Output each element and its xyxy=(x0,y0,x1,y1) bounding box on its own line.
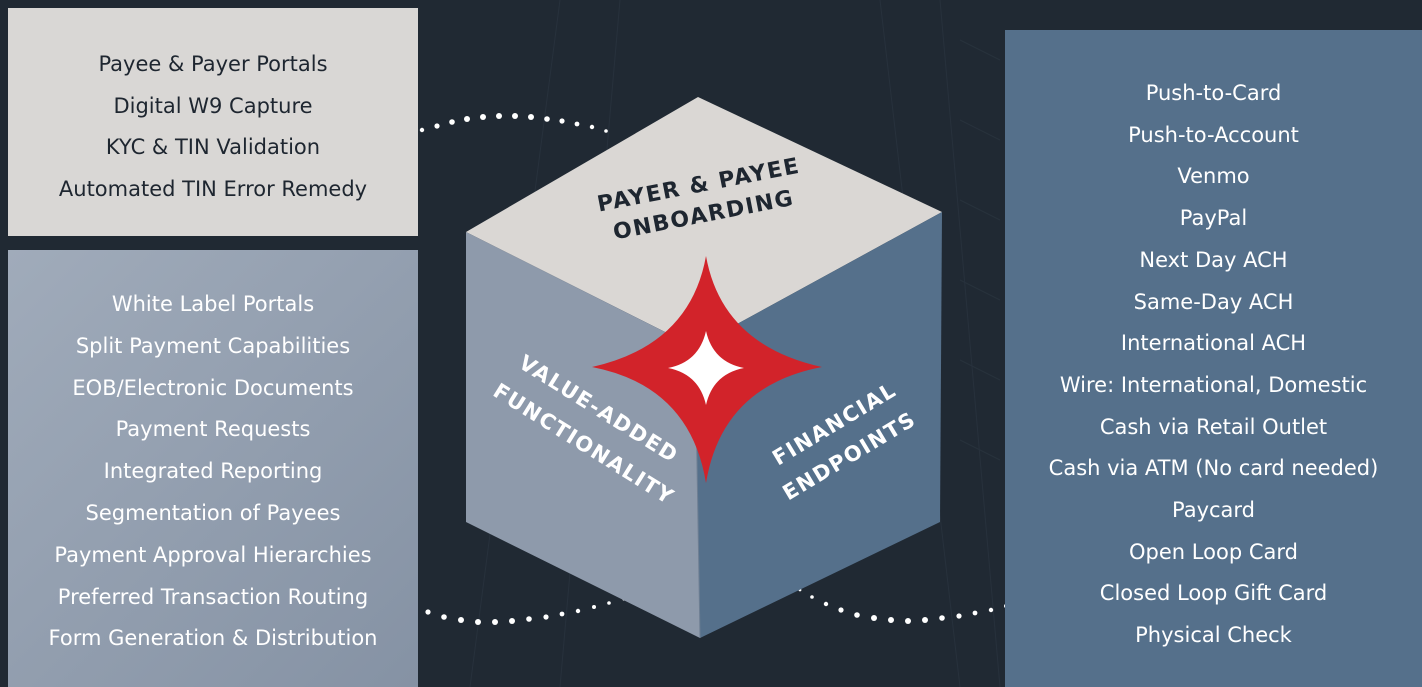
list-item: Payment Requests xyxy=(115,417,311,442)
list-item: Payment Approval Hierarchies xyxy=(54,542,372,567)
list-item: KYC & TIN Validation xyxy=(105,135,321,160)
list-item: International ACH xyxy=(1120,331,1307,356)
dotted-connectors xyxy=(398,113,1066,625)
cube-right-face xyxy=(695,212,942,638)
list-item: Preferred Transaction Routing xyxy=(57,584,369,609)
list-item: Push-to-Card xyxy=(1145,81,1282,105)
list-item: Venmo xyxy=(1177,164,1250,189)
list-item: Digital W9 Capture xyxy=(113,93,313,118)
list-item: Physical Check xyxy=(1135,623,1292,648)
financial-endpoints-panel: Push-to-Card Push-to-Account Venmo PayPa… xyxy=(1005,30,1422,687)
list-item: Form Generation & Distribution xyxy=(48,626,378,651)
list-item: Open Loop Card xyxy=(1129,539,1298,564)
four-point-star-icon xyxy=(592,256,822,483)
list-item: Automated TIN Error Remedy xyxy=(58,177,368,202)
list-item: Cash via Retail Outlet xyxy=(1099,414,1328,439)
cube-left-face xyxy=(466,232,700,638)
list-item: Payee & Payer Portals xyxy=(98,52,328,76)
list-item: Next Day ACH xyxy=(1139,247,1288,272)
list-item: Integrated Reporting xyxy=(103,459,323,484)
list-item: Push-to-Account xyxy=(1128,122,1299,147)
onboarding-features-list: Payee & Payer Portals Digital W9 Capture… xyxy=(8,44,418,211)
onboarding-features-panel: Payee & Payer Portals Digital W9 Capture… xyxy=(8,8,418,236)
list-item: PayPal xyxy=(1179,206,1248,231)
list-item: Cash via ATM (No card needed) xyxy=(1048,456,1379,481)
list-item: Closed Loop Gift Card xyxy=(1099,581,1328,606)
value-added-features-list: White Label Portals Split Payment Capabi… xyxy=(8,284,418,660)
value-added-features-panel: White Label Portals Split Payment Capabi… xyxy=(8,250,418,687)
list-item: Segmentation of Payees xyxy=(85,500,341,525)
financial-endpoints-list: Push-to-Card Push-to-Account Venmo PayPa… xyxy=(1005,73,1422,657)
list-item: Paycard xyxy=(1171,498,1256,523)
list-item: EOB/Electronic Documents xyxy=(72,375,354,400)
list-item: White Label Portals xyxy=(111,292,315,316)
cube-top-face xyxy=(466,97,942,347)
list-item: Split Payment Capabilities xyxy=(75,333,351,358)
list-item: Same-Day ACH xyxy=(1133,289,1294,314)
list-item: Wire: International, Domestic xyxy=(1059,372,1368,397)
